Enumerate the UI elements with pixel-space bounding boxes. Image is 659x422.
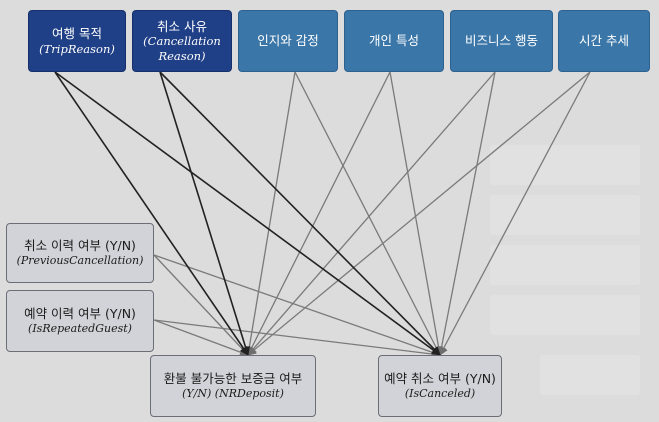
edge-pers-to-canc bbox=[389, 71, 444, 356]
node-label: 시간 추세 bbox=[579, 33, 629, 49]
ghost-box bbox=[490, 295, 640, 335]
node-sublabel: (IsCanceled) bbox=[404, 386, 476, 400]
node-label: 예약 이력 여부 (Y/N) bbox=[24, 306, 136, 322]
edge-repeat-to-nrd bbox=[153, 319, 249, 357]
node-label: 여행 목적 bbox=[52, 26, 102, 41]
edge-layer bbox=[54, 71, 591, 359]
ghost-box bbox=[490, 145, 640, 185]
edge-biz-to-canc bbox=[437, 71, 496, 356]
node-nr-deposit: 환불 불가능한 보증금 여부 (Y/N) (NRDeposit) bbox=[150, 355, 316, 417]
ghost-box bbox=[540, 355, 640, 395]
node-label: 개인 특성 bbox=[369, 33, 419, 49]
edge-trip-to-nrd bbox=[54, 71, 249, 356]
node-label: 인지와 감정 bbox=[257, 33, 319, 49]
edge-pers-to-nrd bbox=[247, 71, 391, 356]
node-cognition-emotion: 인지와 감정 bbox=[238, 10, 338, 72]
ghost-boxes bbox=[490, 145, 640, 395]
node-sublabel: (Cancellation Reason) bbox=[143, 34, 221, 63]
edge-cog-to-canc bbox=[294, 71, 441, 356]
node-label: 취소 사유 bbox=[157, 18, 207, 34]
node-business-behavior: 비즈니스 행동 bbox=[450, 10, 553, 72]
ghost-box bbox=[490, 245, 640, 285]
node-sublabel: (TripReason) bbox=[39, 41, 115, 56]
edge-prev-to-nrd bbox=[153, 254, 249, 356]
node-cancellation-reason: 취소 사유 (Cancellation Reason) bbox=[132, 10, 232, 72]
node-is-canceled: 예약 취소 여부 (Y/N) (IsCanceled) bbox=[378, 355, 502, 417]
edge-cancel-to-canc bbox=[159, 71, 441, 356]
node-label: 비즈니스 행동 bbox=[465, 33, 538, 49]
node-trip-reason: 여행 목적 (TripReason) bbox=[28, 10, 126, 72]
node-personal-traits: 개인 특성 bbox=[344, 10, 444, 72]
node-is-repeated-guest: 예약 이력 여부 (Y/N) (IsRepeatedGuest) bbox=[6, 290, 154, 352]
node-sublabel: (Y/N) (NRDeposit) bbox=[182, 386, 284, 400]
node-label: 환불 불가능한 보증금 여부 bbox=[163, 371, 303, 387]
node-sublabel: (IsRepeatedGuest) bbox=[28, 321, 132, 335]
edge-time-to-canc bbox=[439, 71, 591, 356]
node-time-trend: 시간 추세 bbox=[558, 10, 650, 72]
node-previous-cancellation: 취소 이력 여부 (Y/N) (PreviousCancellation) bbox=[6, 223, 154, 283]
edge-prev-to-canc bbox=[153, 254, 441, 357]
edge-biz-to-nrd bbox=[247, 71, 496, 356]
edge-cancel-to-nrd bbox=[159, 71, 250, 356]
node-label: 예약 취소 여부 (Y/N) bbox=[384, 371, 496, 387]
node-label: 취소 이력 여부 (Y/N) bbox=[24, 238, 136, 254]
node-sublabel: (PreviousCancellation) bbox=[16, 253, 144, 267]
edge-repeat-to-canc bbox=[153, 319, 441, 359]
edge-cog-to-nrd bbox=[244, 71, 296, 356]
edge-trip-to-canc bbox=[54, 71, 441, 356]
ghost-box bbox=[490, 195, 640, 235]
